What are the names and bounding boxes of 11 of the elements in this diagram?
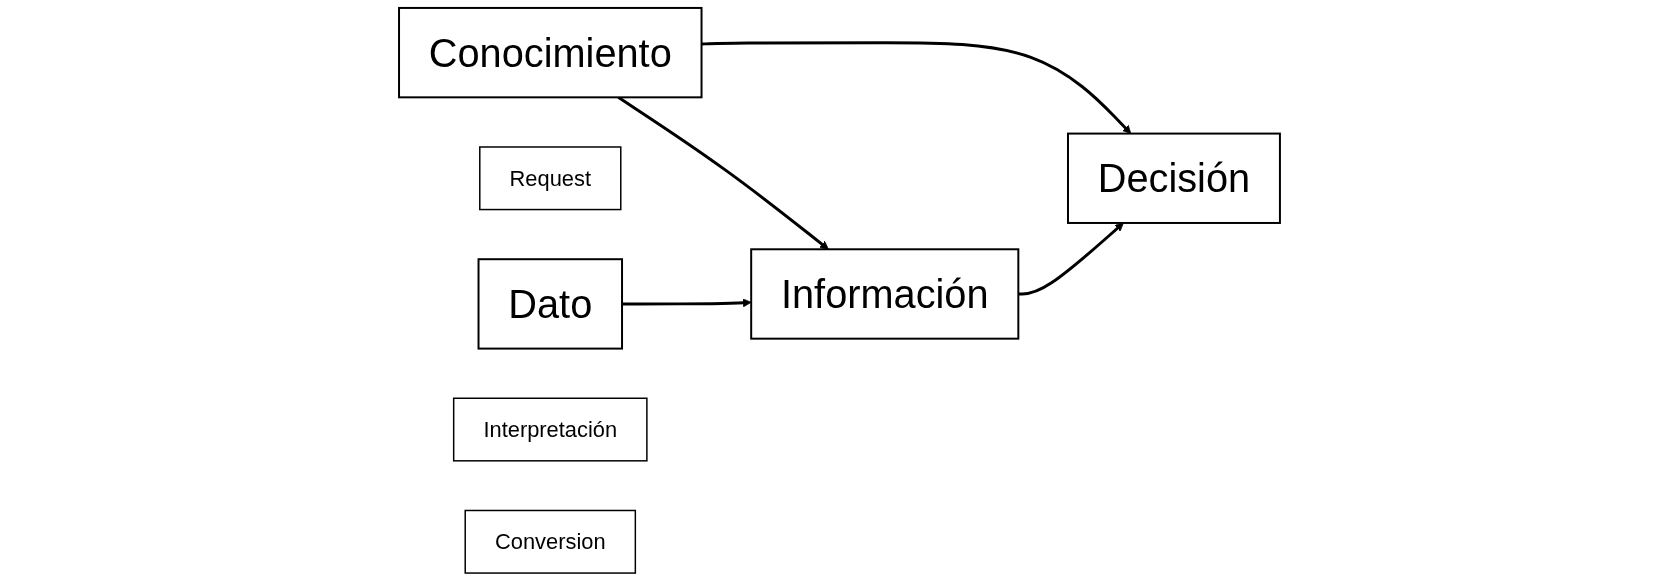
arrow xyxy=(622,298,752,308)
arrow xyxy=(701,41,1132,134)
node-box: Interpretación xyxy=(452,397,648,462)
node-box: Request xyxy=(479,146,622,211)
arrow xyxy=(1018,222,1124,296)
node-box: Conocimiento xyxy=(398,6,703,99)
node-box: Información xyxy=(750,248,1020,340)
node-box: Conversion xyxy=(464,509,637,574)
node-box: Dato xyxy=(477,258,624,350)
arrow xyxy=(617,96,829,250)
node-box: Decisión xyxy=(1067,132,1281,224)
